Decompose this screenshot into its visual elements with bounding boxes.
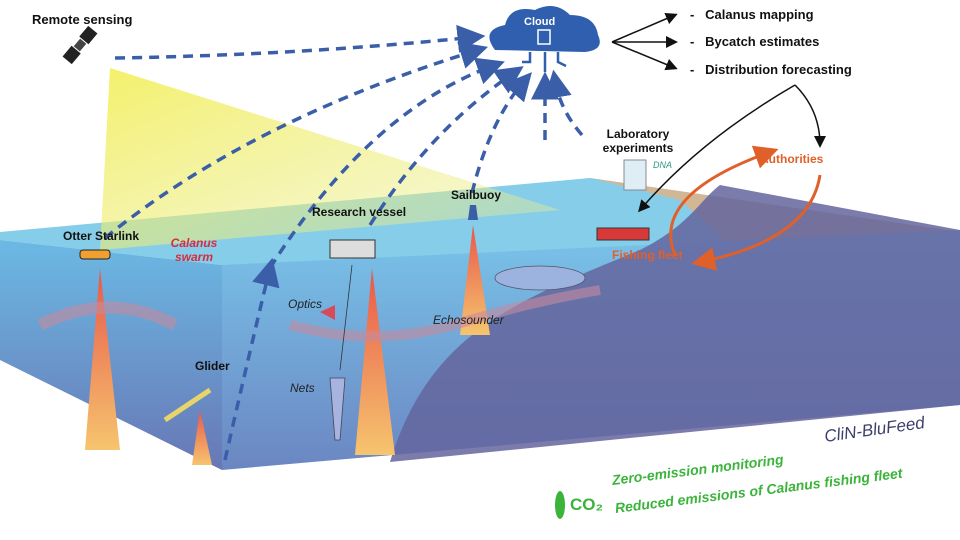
calanus-swarm: [288, 285, 601, 342]
glider-label: Glider: [195, 359, 230, 373]
net-line: [339, 264, 353, 371]
output-item: - Distribution forecasting: [690, 62, 852, 77]
seafloor-slope: [390, 185, 960, 462]
optics-label: Optics: [288, 297, 323, 311]
dna-label: DNA: [653, 160, 673, 170]
footprint-icon: [555, 491, 565, 519]
ocean-left-face: [0, 240, 222, 470]
output-item: - Bycatch estimates: [690, 34, 820, 49]
lab-label: Laboratory experiments: [602, 127, 674, 155]
data-flow-arrows: [103, 24, 584, 461]
circuit-icon: [522, 52, 567, 72]
remote-sensing-cone: [100, 68, 560, 250]
remote-sensing-label: Remote sensing: [32, 12, 133, 27]
vessel-beam: [355, 268, 395, 455]
output-item: - Calanus mapping: [690, 7, 814, 22]
otter-starlink-label: Otter Starlink: [63, 229, 140, 243]
output-text: Bycatch estimates: [705, 34, 820, 49]
satellite-icon: [62, 25, 98, 65]
echosounder-label: Echosounder: [433, 313, 504, 327]
glider-icon: [163, 387, 212, 423]
otter-beam: [85, 268, 120, 450]
lab-cylinder-icon: [623, 159, 647, 191]
feedback-arrows: [669, 145, 822, 271]
sailbuoy-label: Sailbuoy: [451, 188, 502, 202]
output-arrows: [611, 13, 826, 213]
trawl-net: [494, 265, 586, 291]
output-text: Distribution forecasting: [705, 62, 852, 77]
research-vessel-icon: [329, 239, 376, 259]
nets-label: Nets: [290, 381, 315, 395]
otter-starlink-icon: [79, 249, 111, 260]
output-text: Calanus mapping: [705, 7, 814, 22]
cloud-label: Cloud: [524, 16, 556, 28]
chip-icon: [537, 29, 551, 45]
authorities-label: Authorities: [760, 152, 824, 166]
fishing-fleet-label: Fishing fleet: [612, 248, 683, 262]
calanus-swarm: [37, 301, 178, 331]
fishing-vessel-icon: [596, 227, 650, 241]
cloud-icon: [489, 6, 600, 52]
sailbuoy-beam: [460, 225, 490, 335]
sailbuoy-icon: [468, 205, 478, 220]
research-vessel-label: Research vessel: [312, 205, 407, 219]
calanus-swarm-label: Calanus swarm: [170, 236, 218, 264]
net-icon: [329, 377, 346, 441]
glider-beam: [192, 410, 212, 465]
optics-icon: [320, 305, 335, 320]
co2-label: CO₂: [570, 495, 604, 514]
